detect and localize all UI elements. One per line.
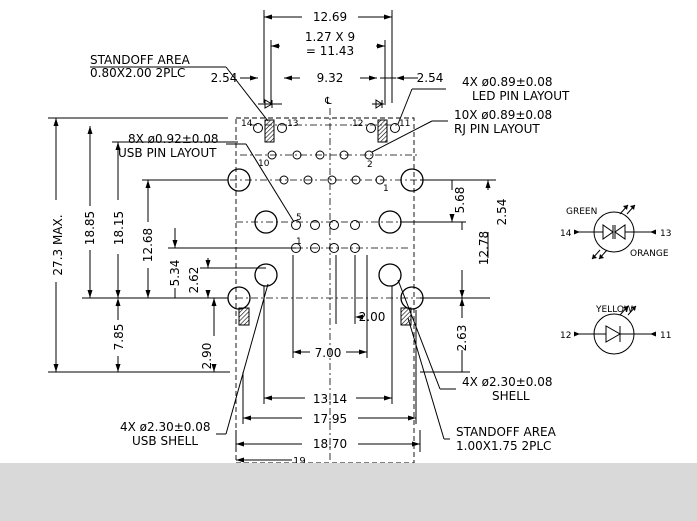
led-pins — [253, 123, 400, 133]
led-yellow-label: YELLOW — [595, 305, 633, 315]
pin-label-13: 13 — [287, 119, 298, 129]
dim-5-68: 5.68 — [400, 179, 467, 223]
led-layout-line1: 4X ø0.89±0.08 — [462, 75, 553, 89]
dim-2-54: 2.54 — [420, 179, 509, 258]
cropped-bottom-region — [0, 463, 697, 521]
dim-left-offset: 2.54 — [211, 71, 296, 85]
standoff-bottom-line1: STANDOFF AREA — [456, 425, 557, 439]
led-pin-12-label: 12 — [560, 331, 571, 341]
dim-pitch: 1.27 X 9 = 11.43 — [270, 30, 386, 103]
dim-2-62: 2.62 — [187, 258, 266, 298]
dim-overall-width: 12.69 — [263, 10, 393, 103]
h-2-90-label: 2.90 — [200, 343, 214, 370]
usb-shell-line1: 4X ø2.30±0.08 — [120, 420, 211, 434]
pin-label-5: 5 — [296, 213, 302, 223]
pitch-total-label: = 11.43 — [306, 44, 354, 58]
note-rj-layout: 10X ø0.89±0.08 RJ PIN LAYOUT — [371, 108, 552, 153]
shell-line1: 4X ø2.30±0.08 — [462, 375, 553, 389]
w-2-00-label: 2.00 — [359, 310, 386, 324]
h-12-68-label: 12.68 — [141, 228, 155, 262]
centerline-symbol: ℄ — [324, 96, 332, 107]
led-yellow-symbol: YELLOW 12 11 — [560, 305, 671, 355]
led-green-orange-symbol: GREEN ORANGE 14 13 — [560, 204, 671, 260]
note-standoff-bottom: STANDOFF AREA 1.00X1.75 2PLC — [407, 317, 557, 453]
w-18-70-label: 18.70 — [313, 437, 347, 451]
pin-label-usb-1: 1 — [296, 237, 302, 247]
dim-7-85: 7.85 — [112, 298, 126, 372]
dim-2-90: 2.90 — [200, 298, 217, 372]
shell-line2: SHELL — [492, 389, 530, 403]
overall-width-label: 12.69 — [313, 10, 347, 24]
note-standoff-top: STANDOFF AREA 0.80X2.00 2PLC — [90, 53, 269, 122]
led-pin-11-label: 11 — [660, 331, 671, 341]
rj-pins — [267, 150, 385, 185]
led-pin-14-label: 14 — [560, 229, 572, 239]
note-shell: 4X ø2.30±0.08 SHELL — [397, 279, 553, 403]
right-offset-label: 2.54 — [417, 71, 444, 85]
led-to-led-label: 9.32 — [317, 71, 344, 85]
usb-pins — [291, 220, 360, 253]
note-usb-layout: 8X ø0.92±0.08 USB PIN LAYOUT — [118, 132, 295, 223]
pin-label-10: 10 — [258, 159, 270, 169]
dim-18-70: 18.70 — [235, 430, 421, 452]
h-18-85-label: 18.85 — [83, 211, 97, 245]
r-5-68-label: 5.68 — [453, 187, 467, 214]
pin-label-12: 12 — [352, 119, 363, 129]
dim-led-to-led: 9.32 — [284, 71, 377, 85]
shell-holes — [227, 168, 424, 310]
w-7-00-label: 7.00 — [315, 346, 342, 360]
led-green-label: GREEN — [566, 207, 597, 217]
overall-height-label: 27.3 MAX. — [51, 214, 65, 275]
r-12-78-label: 12.78 — [477, 231, 491, 265]
pin-label-1: 1 — [383, 184, 389, 194]
w-cut-label: 19 — [293, 456, 306, 467]
usb-shell-line2: USB SHELL — [132, 434, 198, 448]
r-2-63-label: 2.63 — [455, 325, 469, 352]
rj-layout-line2: RJ PIN LAYOUT — [454, 122, 540, 136]
note-usb-shell: 4X ø2.30±0.08 USB SHELL — [120, 283, 269, 448]
standoff-top-line1: STANDOFF AREA — [90, 53, 191, 67]
w-17-95-label: 17.95 — [313, 412, 347, 426]
rj-layout-line1: 10X ø0.89±0.08 — [454, 108, 552, 122]
led-orange-label: ORANGE — [630, 249, 669, 259]
h-2-62-label: 2.62 — [187, 267, 201, 294]
top-led-symbols — [258, 99, 386, 109]
dim-right-offset: 2.54 — [380, 71, 443, 85]
dim-7-00: 7.00 — [292, 255, 368, 360]
dim-cut: 19 — [236, 456, 306, 467]
h-7-85-label: 7.85 — [112, 324, 126, 351]
dim-18-85: 18.85 — [82, 126, 228, 299]
w-13-14-label: 13.14 — [313, 392, 347, 406]
h-5-34-label: 5.34 — [168, 260, 182, 287]
pin-label-11: 11 — [399, 119, 410, 129]
dim-12-78: 12.78 — [420, 222, 491, 299]
usb-layout-line1: 8X ø0.92±0.08 — [128, 132, 219, 146]
pin-labels: 14 13 12 11 10 2 1 5 1 — [241, 119, 410, 247]
dim-2-00: 2.00 — [335, 255, 386, 324]
dim-13-14: 13.14 — [263, 286, 393, 406]
dim-18-15: 18.15 — [112, 141, 238, 298]
dim-12-68: 12.68 — [141, 179, 228, 298]
dim-2-63: 2.63 — [420, 298, 470, 373]
dim-17-95: 17.95 — [242, 310, 417, 426]
dim-overall-height: 27.3 MAX. — [48, 117, 230, 373]
standoff-bottom-line2: 1.00X1.75 2PLC — [456, 439, 551, 453]
standoff-top-line2: 0.80X2.00 2PLC — [90, 66, 185, 80]
dim-5-34: 5.34 — [168, 228, 296, 298]
pitch-label: 1.27 X 9 — [305, 30, 355, 44]
pin-label-2: 2 — [367, 160, 373, 170]
led-pin-13-label: 13 — [660, 229, 671, 239]
led-layout-line2: LED PIN LAYOUT — [472, 89, 570, 103]
pin-label-14: 14 — [241, 119, 253, 129]
usb-layout-line2: USB PIN LAYOUT — [118, 146, 217, 160]
left-offset-label: 2.54 — [211, 71, 238, 85]
r-2-54-label: 2.54 — [495, 199, 509, 226]
note-led-layout: 4X ø0.89±0.08 LED PIN LAYOUT — [397, 75, 570, 125]
h-18-15-label: 18.15 — [112, 211, 126, 245]
